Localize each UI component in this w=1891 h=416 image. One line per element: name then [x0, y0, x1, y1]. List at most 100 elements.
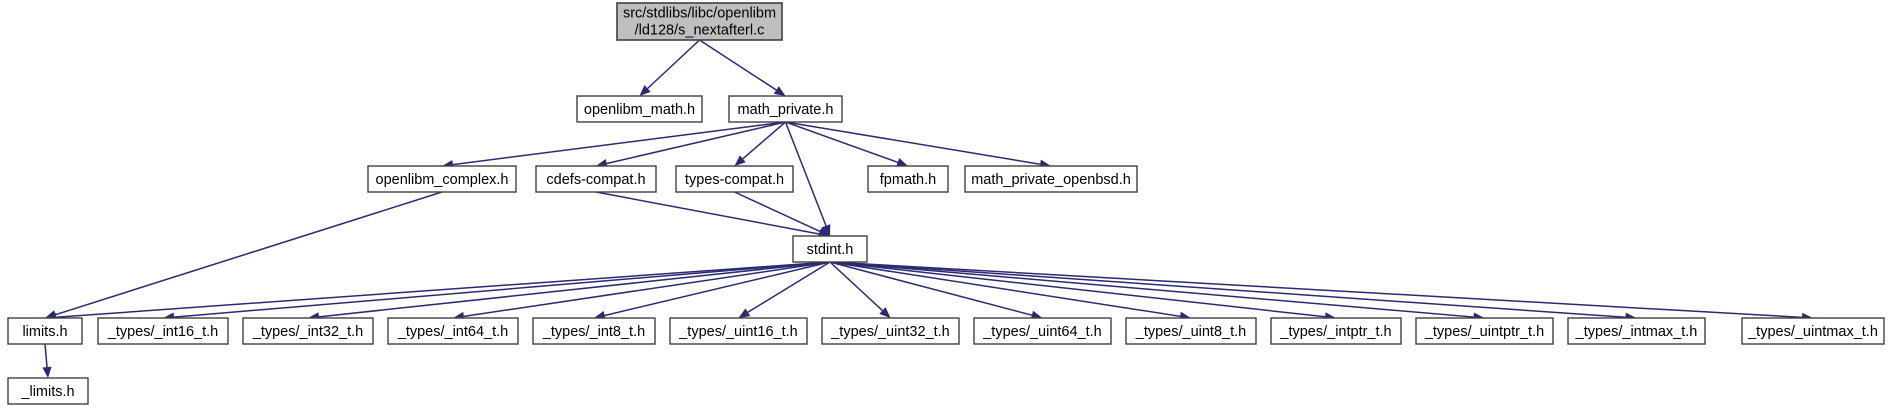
node-label: _types/_int8_t.h: [542, 324, 645, 340]
node-box[interactable]: [792, 235, 868, 263]
node-box[interactable]: [867, 165, 949, 193]
node-label: _types/_uintmax_t.h: [1747, 324, 1878, 340]
node-label: _types/_int32_t.h: [252, 324, 363, 340]
node-box[interactable]: [535, 165, 657, 193]
node-box[interactable]: [1125, 317, 1257, 345]
node-box[interactable]: [728, 95, 843, 123]
node-box[interactable]: [532, 317, 656, 345]
graph-node-uintmax[interactable]: _types/_uintmax_t.h: [1741, 317, 1885, 345]
graph-edge-arrowhead: [734, 155, 746, 166]
node-box[interactable]: [1270, 317, 1402, 345]
graph-edge: [604, 261, 831, 317]
graph-node-uint64[interactable]: _types/_uint64_t.h: [973, 317, 1112, 345]
node-box[interactable]: [387, 317, 519, 345]
node-label: _types/_uint8_t.h: [1135, 324, 1246, 340]
graph-edge: [452, 121, 786, 166]
node-box[interactable]: [973, 317, 1112, 345]
graph-edge: [173, 261, 831, 318]
graph-edge: [829, 261, 1033, 316]
graph-edge: [785, 121, 898, 163]
graph-edge: [647, 39, 701, 90]
graph-node-openlibm_math[interactable]: openlibm_math.h: [576, 95, 703, 123]
graph-edge: [829, 261, 883, 312]
graph-edge: [463, 261, 831, 318]
node-label: _types/_int16_t.h: [107, 324, 218, 340]
graph-node-int16[interactable]: _types/_int16_t.h: [97, 317, 229, 345]
graph-node-fpmath[interactable]: fpmath.h: [867, 165, 949, 193]
graph-node-types_compat[interactable]: types-compat.h: [675, 165, 794, 193]
graph-edge: [829, 261, 1474, 318]
graph-edge: [785, 121, 1041, 165]
node-box[interactable]: [7, 317, 83, 345]
node-box[interactable]: [964, 165, 1138, 193]
node-label: limits.h: [22, 324, 67, 340]
graph-edge: [742, 121, 786, 160]
node-box[interactable]: [97, 317, 229, 345]
edge-layer: [42, 39, 1813, 378]
node-label: fpmath.h: [880, 172, 936, 188]
graph-edge-arrowhead: [773, 86, 786, 96]
graph-edge-arrowhead: [639, 85, 651, 96]
graph-edge: [784, 121, 827, 227]
node-label: math_private_openbsd.h: [971, 172, 1131, 188]
graph-edge-arrowhead: [896, 157, 908, 167]
graph-node-intptr[interactable]: _types/_intptr_t.h: [1270, 317, 1402, 345]
graph-node-_limits[interactable]: _limits.h: [7, 377, 89, 405]
graph-node-int8[interactable]: _types/_int8_t.h: [532, 317, 656, 345]
node-label: cdefs-compat.h: [546, 172, 645, 188]
graph-edge-arrowhead: [821, 224, 831, 236]
node-box[interactable]: [1415, 317, 1554, 345]
node-label: _types/_uint64_t.h: [982, 324, 1102, 340]
node-layer: src/stdlibs/libc/openlibm/ld128/s_nextaf…: [7, 2, 1885, 405]
graph-node-intmax[interactable]: _types/_intmax_t.h: [1567, 317, 1706, 345]
graph-edge: [829, 261, 1326, 318]
node-label: math_private.h: [738, 102, 834, 118]
graph-edge-arrowhead: [738, 308, 751, 318]
node-label: _types/_intmax_t.h: [1575, 324, 1698, 340]
node-label: openlibm_math.h: [584, 102, 695, 118]
graph-edge: [829, 261, 1626, 318]
graph-node-stdint[interactable]: stdint.h: [792, 235, 868, 263]
graph-edge: [55, 261, 831, 318]
node-box[interactable]: [675, 165, 794, 193]
graph-node-int32[interactable]: _types/_int32_t.h: [242, 317, 374, 345]
graph-edge: [44, 343, 48, 368]
graph-edge: [829, 261, 1181, 318]
graph-node-limits[interactable]: limits.h: [7, 317, 83, 345]
node-label: _types/_int64_t.h: [397, 324, 508, 340]
graph-node-root[interactable]: src/stdlibs/libc/openlibm/ld128/s_nextaf…: [616, 2, 783, 41]
graph-edge: [699, 39, 777, 91]
node-label: _limits.h: [20, 384, 74, 400]
graph-node-math_private[interactable]: math_private.h: [728, 95, 843, 123]
node-box[interactable]: [821, 317, 960, 345]
graph-node-uint32[interactable]: _types/_uint32_t.h: [821, 317, 960, 345]
node-label: types-compat.h: [685, 172, 784, 188]
graph-edge: [829, 261, 1803, 319]
node-box[interactable]: [7, 377, 89, 405]
node-box[interactable]: [1567, 317, 1706, 345]
graph-node-cdefs_compat[interactable]: cdefs-compat.h: [535, 165, 657, 193]
graph-edge: [318, 261, 831, 318]
graph-edge: [747, 261, 831, 313]
node-box[interactable]: [616, 2, 783, 41]
node-box[interactable]: [367, 165, 517, 193]
graph-node-openlibm_complex[interactable]: openlibm_complex.h: [367, 165, 517, 193]
node-label: stdint.h: [807, 242, 854, 258]
graph-edge-arrowhead: [42, 366, 52, 378]
graph-edge-arrowhead: [818, 227, 830, 236]
graph-edge: [55, 191, 443, 316]
node-box[interactable]: [242, 317, 374, 345]
graph-edge: [595, 191, 820, 235]
graph-node-math_private_openbsd[interactable]: math_private_openbsd.h: [964, 165, 1138, 193]
graph-node-int64[interactable]: _types/_int64_t.h: [387, 317, 519, 345]
node-box[interactable]: [576, 95, 703, 123]
graph-node-uintptr[interactable]: _types/_uintptr_t.h: [1415, 317, 1554, 345]
graph-node-uint8[interactable]: _types/_uint8_t.h: [1125, 317, 1257, 345]
node-box[interactable]: [669, 317, 808, 345]
graph-node-uint16[interactable]: _types/_uint16_t.h: [669, 317, 808, 345]
node-label: _types/_uint32_t.h: [830, 324, 950, 340]
node-box[interactable]: [1741, 317, 1885, 345]
node-label: src/stdlibs/libc/openlibm/ld128/s_nextaf…: [623, 5, 776, 38]
